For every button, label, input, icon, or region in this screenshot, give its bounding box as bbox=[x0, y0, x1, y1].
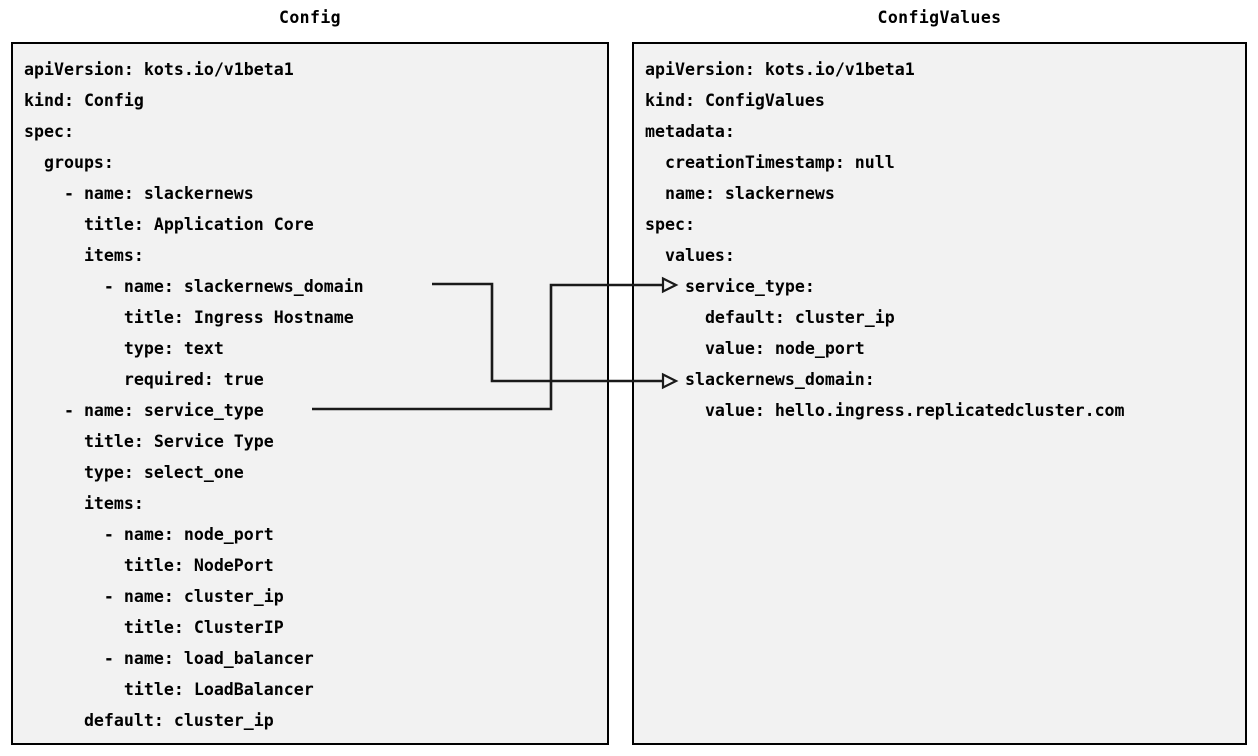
config-yaml-code: apiVersion: kots.io/v1beta1 kind: Config… bbox=[24, 60, 364, 730]
config-panel: apiVersion: kots.io/v1beta1 kind: Config… bbox=[11, 42, 609, 745]
configvalues-panel-title: ConfigValues bbox=[877, 8, 1002, 27]
configvalues-panel: apiVersion: kots.io/v1beta1 kind: Config… bbox=[632, 42, 1247, 745]
configvalues-yaml-code: apiVersion: kots.io/v1beta1 kind: Config… bbox=[645, 60, 1125, 420]
config-panel-title: Config bbox=[278, 8, 341, 27]
